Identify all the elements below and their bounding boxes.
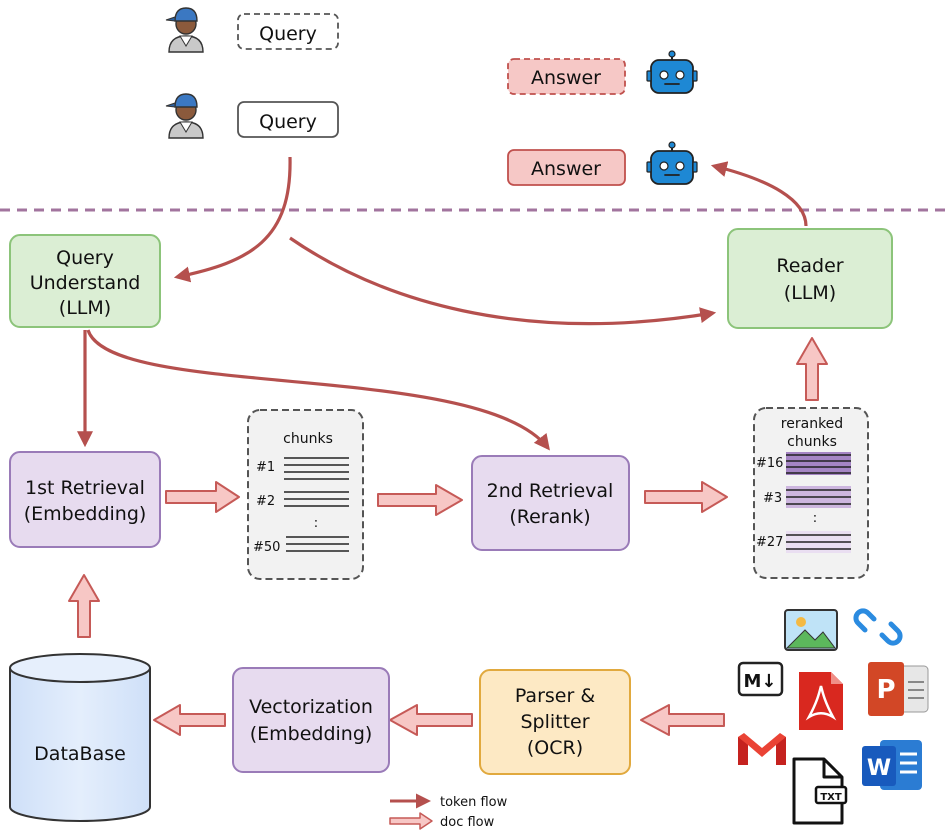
chunk-lines <box>786 489 851 505</box>
chunk-label: #50 <box>253 540 280 555</box>
second-retrieval-label: (Rerank) <box>509 506 590 528</box>
reader-label: Reader <box>776 255 843 277</box>
pdf-icon <box>799 672 843 730</box>
link-icon <box>853 608 903 646</box>
svg-text:TXT: TXT <box>820 792 842 803</box>
legend: token flow doc flow <box>389 793 508 830</box>
database-label: DataBase <box>34 743 126 765</box>
token-arrow-reader-to-answer <box>710 161 808 227</box>
legend-doc-flow-label: doc flow <box>440 815 495 830</box>
parser-label: Parser & <box>515 685 595 707</box>
reranked-label: #16 <box>756 456 783 471</box>
svg-text:P: P <box>876 675 895 705</box>
reranked-title: reranked <box>781 416 843 432</box>
powerpoint-icon: P <box>868 662 929 716</box>
doc-arrow-chunks-to-2nd <box>377 484 463 516</box>
markdown-icon: M↓ <box>737 661 784 697</box>
token-arrow-understand-to-2nd <box>86 329 550 451</box>
robot-icon <box>646 141 698 185</box>
robot-icon <box>646 50 698 94</box>
answer-box-dashed <box>507 58 626 95</box>
reranked-title: chunks <box>787 434 837 450</box>
first-retrieval-label: (Embedding) <box>24 503 147 525</box>
query-understand-label: (LLM) <box>59 297 111 319</box>
doc-arrow-1st-to-chunks <box>165 481 240 513</box>
answer-label: Answer <box>531 158 601 180</box>
doc-arrow-2nd-to-reranked <box>644 481 728 513</box>
token-arrow-query-to-reader <box>289 236 717 326</box>
vectorization-box <box>232 667 390 773</box>
second-retrieval-label: 2nd Retrieval <box>487 480 614 502</box>
chunk-label: #2 <box>256 494 275 509</box>
doc-arrow-reranked-to-reader <box>796 337 828 401</box>
chunks-title: chunks <box>283 431 333 447</box>
chunk-lines <box>786 454 851 474</box>
query-understand-label: Query <box>56 247 114 269</box>
reader-box <box>727 228 893 329</box>
chunk-ellipsis: : <box>314 516 318 531</box>
reranked-label: #3 <box>763 491 782 506</box>
first-retrieval-label: 1st Retrieval <box>25 477 145 499</box>
doc-arrow-vectorization-to-db <box>153 704 226 736</box>
doc-arrow-docs-to-parser <box>640 704 725 736</box>
answer-label: Answer <box>531 67 601 89</box>
query-label: Query <box>259 111 317 133</box>
gmail-icon <box>738 733 786 765</box>
svg-text:W: W <box>867 756 891 781</box>
chunk-lines <box>786 534 851 550</box>
reranked-ellipsis: : <box>813 511 817 526</box>
first-retrieval-box <box>9 451 161 548</box>
parser-label: Splitter <box>520 711 589 733</box>
txt-icon: TXT <box>792 757 848 825</box>
chunk-lines <box>284 491 349 507</box>
doc-arrow-db-to-1st <box>68 574 100 638</box>
word-icon: W <box>862 740 922 790</box>
svg-text:M↓: M↓ <box>744 671 777 692</box>
reader-label: (LLM) <box>784 282 836 304</box>
image-icon <box>784 609 838 651</box>
vectorization-label: Vectorization <box>249 696 373 718</box>
parser-label: (OCR) <box>527 737 583 759</box>
user-avatar-icon <box>165 7 204 53</box>
reranked-label: #27 <box>756 535 783 550</box>
parser-box <box>479 669 631 775</box>
vectorization-label: (Embedding) <box>250 723 373 745</box>
legend-doc-flow-arrow <box>389 812 433 830</box>
query-box-dashed <box>237 13 339 50</box>
query-understand-box <box>9 234 161 328</box>
chunk-label: #1 <box>256 460 275 475</box>
legend-token-flow-label: token flow <box>440 795 508 810</box>
query-understand-label: Understand <box>30 272 141 294</box>
reranked-chunk-highlight <box>786 452 851 475</box>
token-arrow-query-to-understand <box>173 156 292 283</box>
database-cylinder <box>9 653 151 822</box>
chunk-lines <box>284 457 349 480</box>
answer-box <box>507 149 626 186</box>
user-avatar-icon <box>165 93 204 139</box>
doc-arrow-parser-to-vectorization <box>389 704 473 736</box>
chunk-lines <box>286 536 349 552</box>
query-box <box>237 101 339 138</box>
second-retrieval-box <box>471 455 630 551</box>
query-label: Query <box>259 23 317 45</box>
